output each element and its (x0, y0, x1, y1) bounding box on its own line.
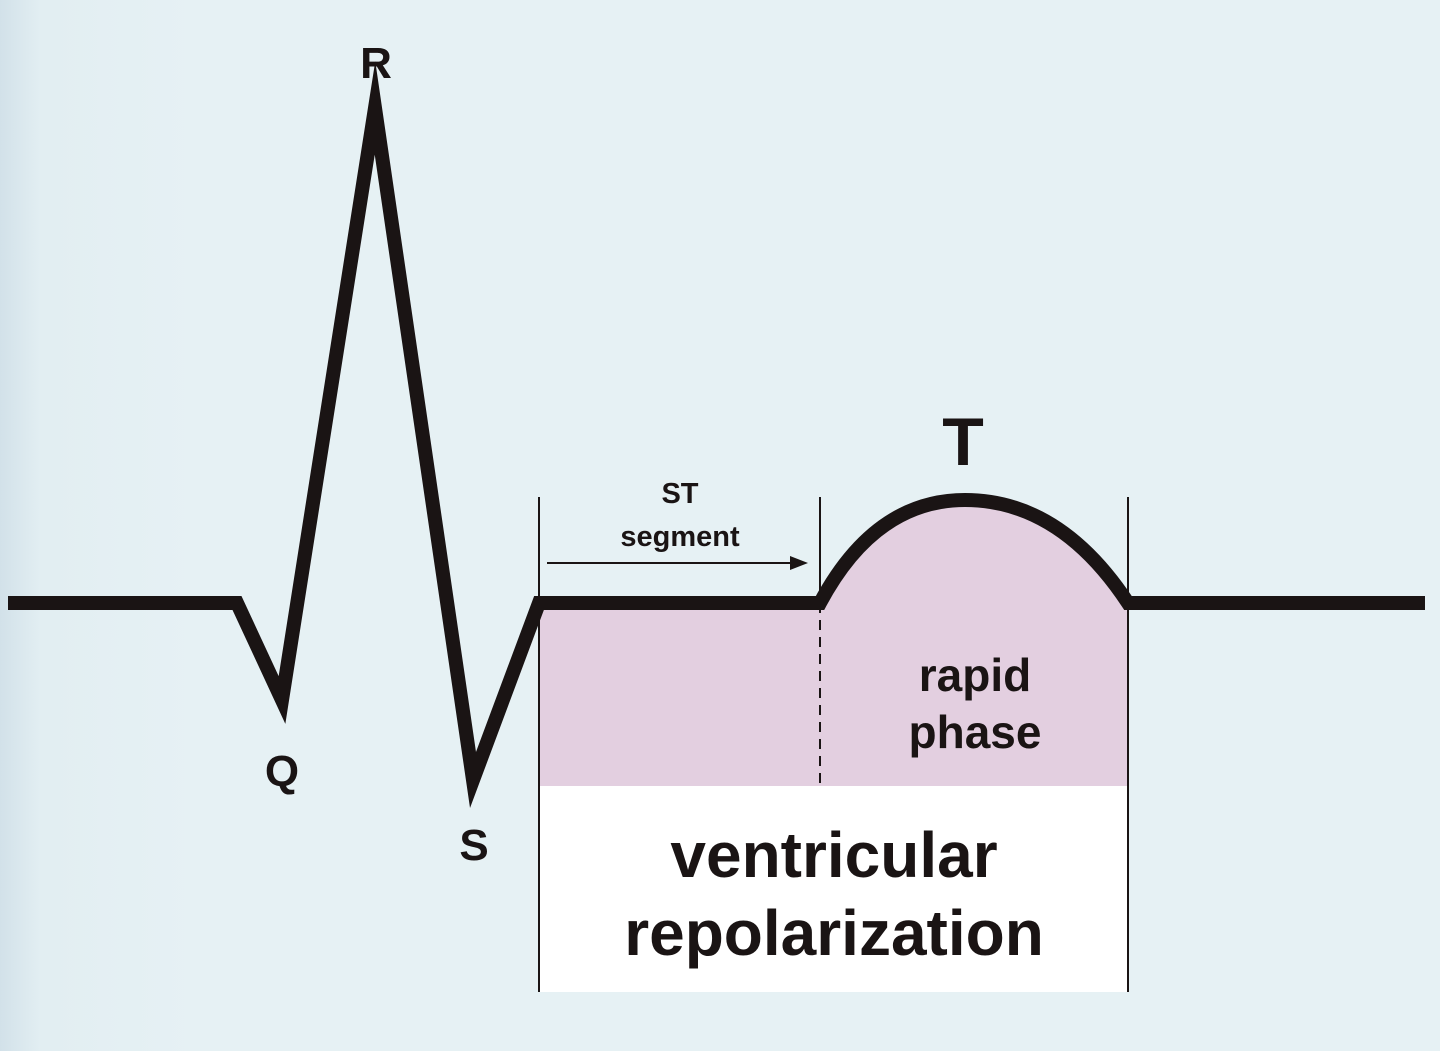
repolarization-label-line1: ventricular (670, 819, 997, 891)
s-wave-label: S (459, 821, 488, 870)
rapid-phase-label-line1: rapid (919, 649, 1031, 701)
repolarization-label-line2: repolarization (624, 897, 1044, 969)
st-segment-arrowhead (790, 556, 808, 570)
r-wave-label: R (360, 39, 392, 88)
ecg-trace (8, 61, 1425, 809)
t-wave-label: T (942, 404, 984, 480)
st-segment-label-line2: segment (620, 521, 740, 553)
t-wave-shaded-region (820, 500, 1128, 786)
st-segment-label-line1: ST (661, 478, 698, 510)
rapid-phase-label-line2: phase (909, 706, 1042, 758)
st-segment-shaded-region (539, 603, 820, 786)
repolarization-label-box (539, 786, 1128, 992)
q-wave-label: Q (265, 747, 299, 796)
